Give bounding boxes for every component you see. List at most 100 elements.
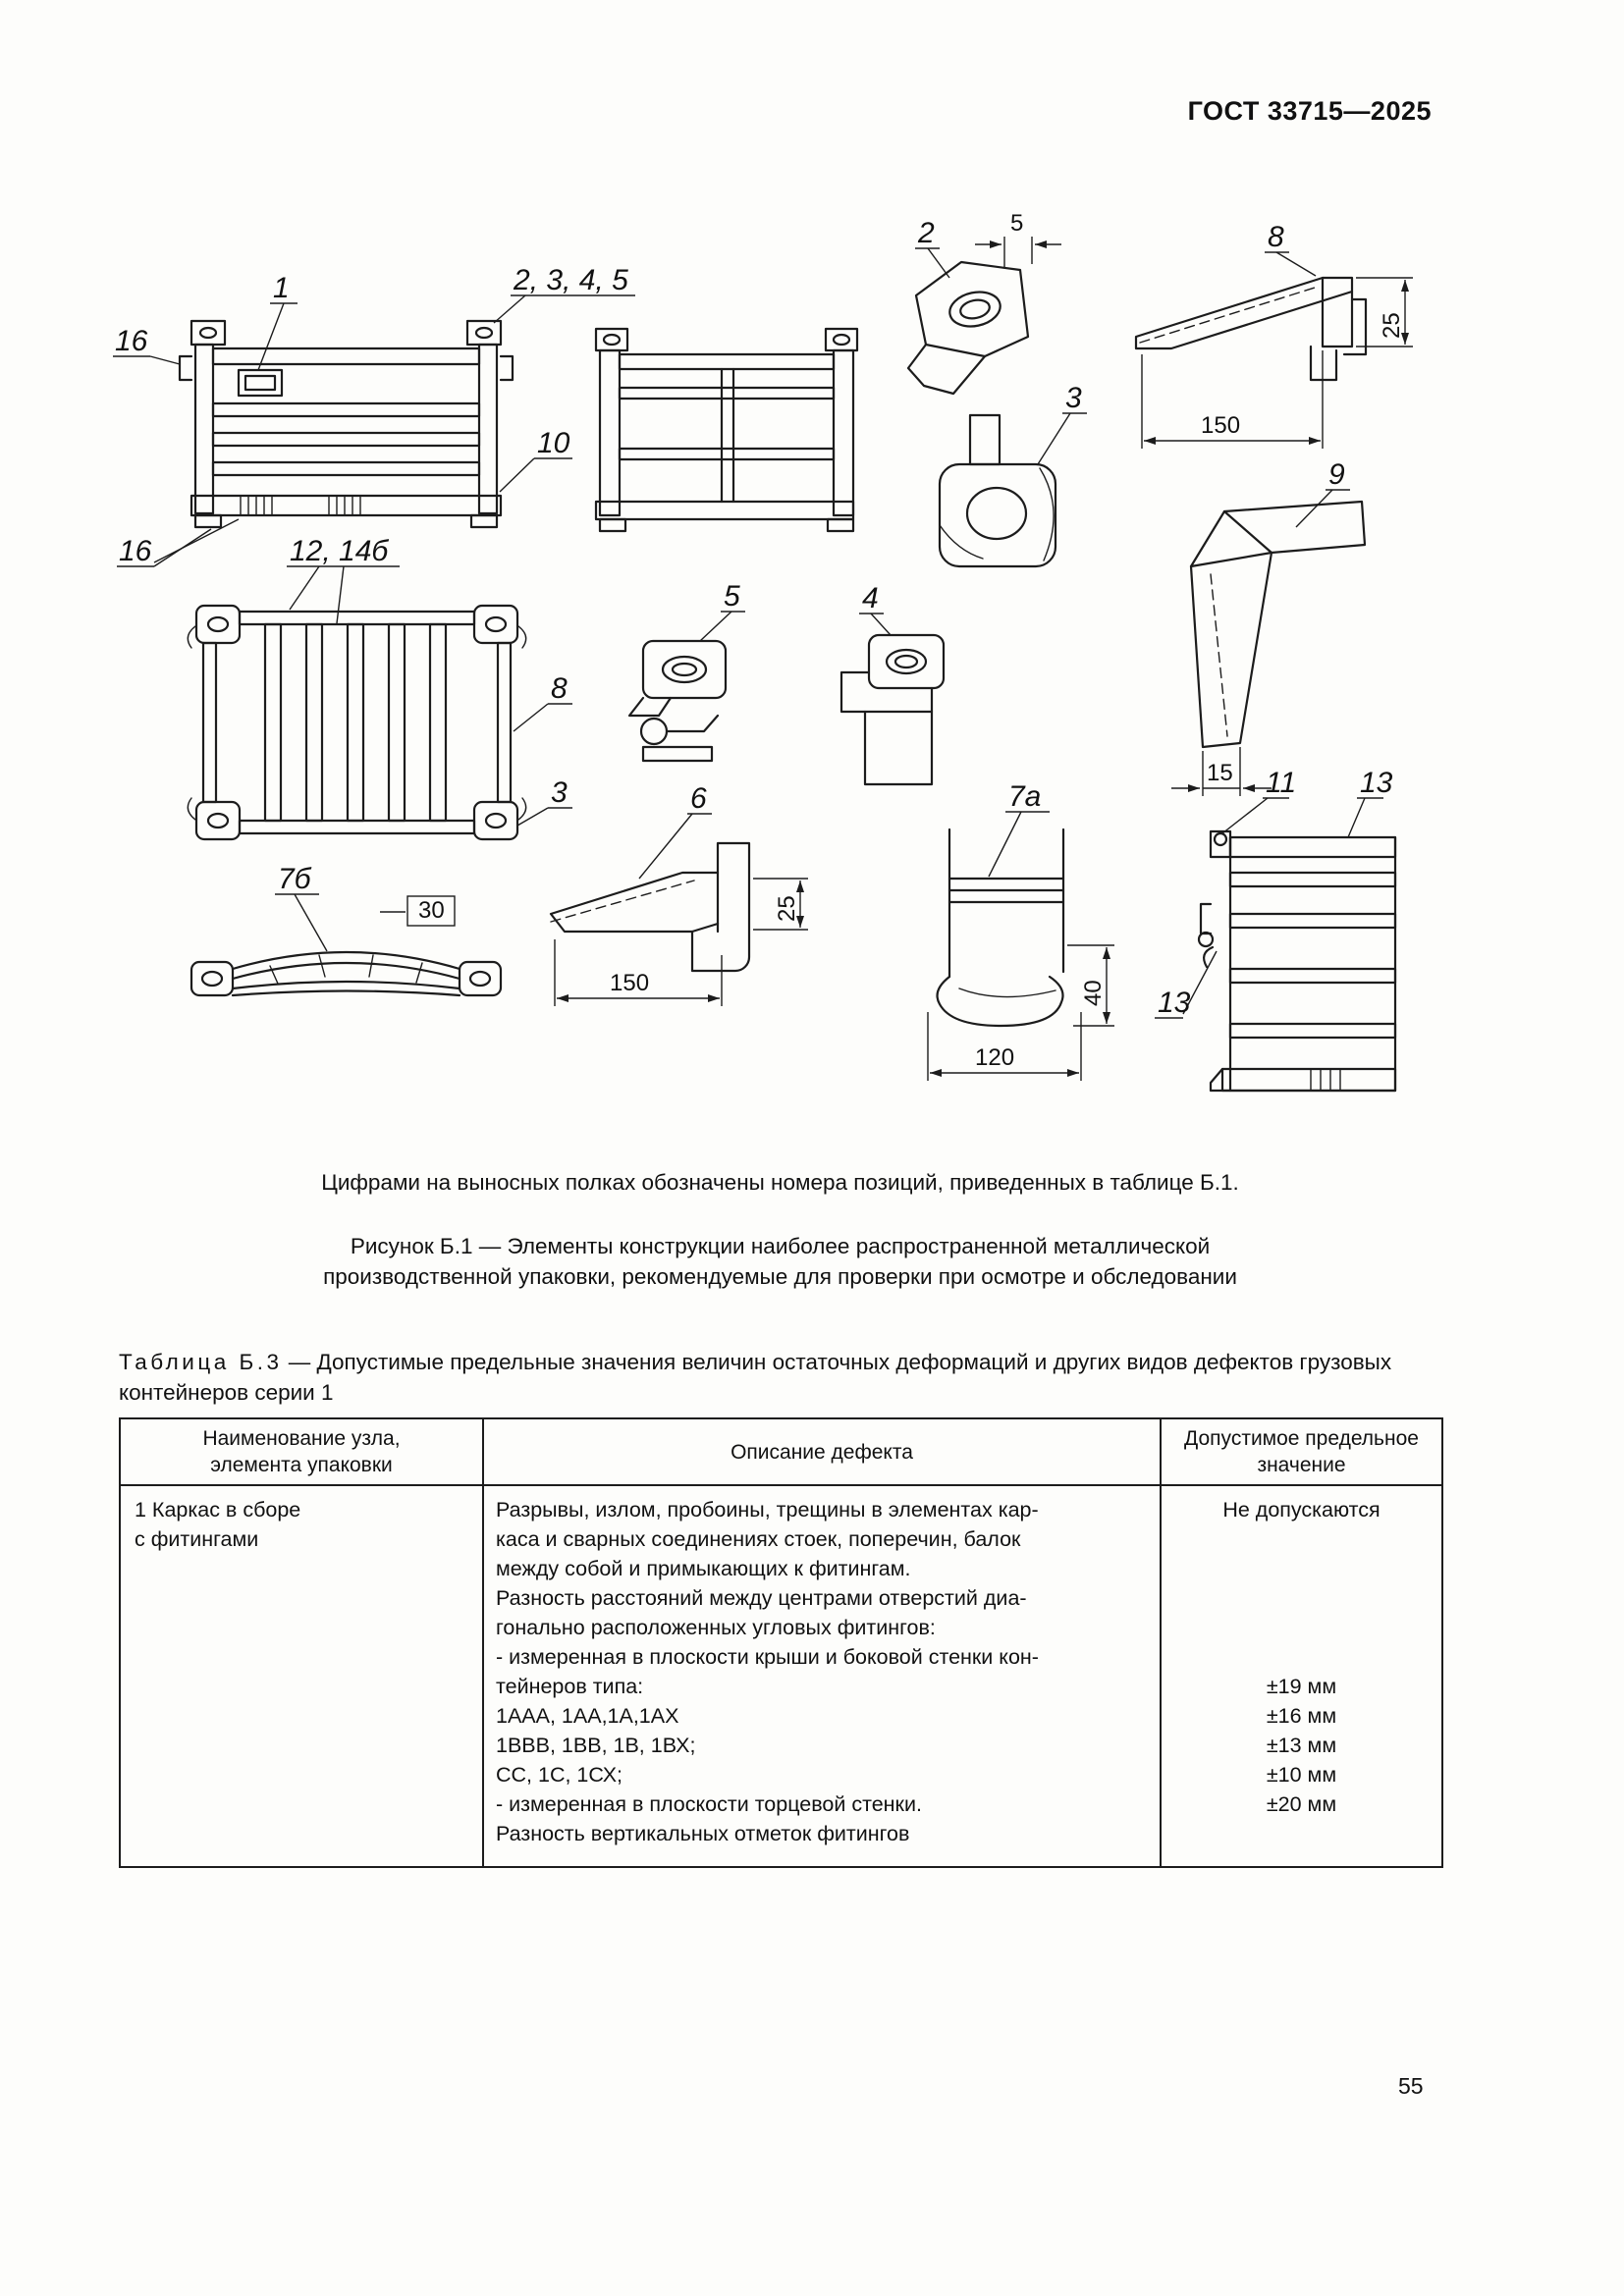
callout-6-leader <box>638 813 712 880</box>
callout-8a: 8 <box>551 672 568 705</box>
callout-5-leader <box>699 611 745 642</box>
cell-limit-values: Не допускаются ±19 мм±16 мм±13 мм±10 мм±… <box>1160 1484 1443 1868</box>
fitting-detail-5 <box>627 639 728 763</box>
callout-16a-leader <box>113 355 181 365</box>
dim-15-lines <box>1171 747 1272 796</box>
text-line: Не допускаются <box>1222 1498 1380 1522</box>
text-line: каса и сварных соединениях стоек, попере… <box>496 1527 1021 1551</box>
text-line: ±20 мм <box>1266 1792 1337 1816</box>
callout-2: 2 <box>917 217 935 249</box>
ramp-bracket-detail <box>549 841 751 973</box>
text-line <box>1173 1819 1430 1848</box>
crate-end-view <box>594 327 859 533</box>
dim-30-frame <box>380 895 456 927</box>
text-line: Разность вертикальных отметок фитингов <box>496 1822 910 1845</box>
callout-13b-leader <box>1155 950 1218 1019</box>
dim-5-label: 5 <box>1010 210 1023 237</box>
callout-3a: 3 <box>551 776 568 809</box>
dim-120-label: 120 <box>975 1044 1014 1071</box>
text-line: ±16 мм <box>1266 1704 1337 1728</box>
callout-9: 9 <box>1328 458 1345 491</box>
dim-40-lines <box>1067 944 1114 1027</box>
text-line: 1ААА, 1АА,1А,1АХ <box>496 1704 679 1728</box>
dim-25b-lines <box>753 878 808 931</box>
text-line: - измеренная в плоскости торцевой стенки… <box>496 1792 922 1816</box>
callout-5: 5 <box>724 580 740 613</box>
text-line <box>1173 1642 1430 1672</box>
callout-4-leader <box>859 613 892 636</box>
corner-fitting-top-detail <box>906 260 1030 396</box>
dim-25a-lines <box>1356 277 1413 347</box>
text-line: - измеренная в плоскости крыши и боковой… <box>496 1645 1039 1669</box>
callout-10-leader <box>499 457 572 493</box>
callout-16b: 16 <box>119 535 152 567</box>
callout-7a: 7а <box>1008 780 1041 813</box>
table-row: 1 Каркас в сборе с фитингами Разрывы, из… <box>119 1484 1443 1868</box>
text-line: Разность расстояний между центрами отвер… <box>496 1586 1027 1610</box>
callout-2345: 2, 3, 4, 5 <box>513 264 628 296</box>
table-title-text: — Допустимые предельные значения величин… <box>119 1350 1392 1405</box>
callout-12-14b-leader <box>287 565 400 624</box>
text-line: тейнеров типа: <box>496 1675 644 1698</box>
callout-3b: 3 <box>1065 382 1082 414</box>
dim-120-lines <box>927 1012 1082 1081</box>
dim-150b-label: 150 <box>610 970 649 996</box>
dim-15-label: 15 <box>1207 760 1233 786</box>
dim-150a-label: 150 <box>1201 412 1240 439</box>
dim-25a-label: 25 <box>1379 312 1405 339</box>
table-title: Таблица Б.3 — Допустимые предельные знач… <box>119 1347 1442 1408</box>
callout-1-leader <box>257 302 298 371</box>
cell-defect-description: Разрывы, излом, пробоины, трещины в элем… <box>482 1484 1162 1868</box>
doc-standard-number: ГОСТ 33715—2025 <box>1187 96 1432 126</box>
dim-150b-lines <box>554 939 723 1006</box>
callout-11: 11 <box>1266 767 1296 799</box>
text-line: СС, 1С, 1СХ; <box>496 1763 623 1787</box>
dim-40-label: 40 <box>1080 980 1107 1006</box>
callout-2-leader <box>915 247 950 279</box>
limits-table: Наименование узла, элемента упаковки Опи… <box>119 1417 1443 1868</box>
text-line <box>1173 1554 1430 1583</box>
callout-1: 1 <box>273 272 290 304</box>
callout-8b-leader <box>1265 251 1317 277</box>
dim-150a-lines <box>1141 350 1324 449</box>
callout-13a: 13 <box>1360 767 1393 799</box>
header-node-name: Наименование узла, элемента упаковки <box>119 1417 484 1486</box>
callout-13a-leader <box>1347 797 1383 838</box>
header-defect-description: Описание дефекта <box>482 1417 1162 1486</box>
dim-5-lines <box>975 237 1061 268</box>
top-rail-bracket-detail <box>1134 276 1368 382</box>
figure-b1-drawing: 1 2, 3, 4, 5 16 16 10 <box>113 210 1413 1093</box>
callout-16b-leader <box>117 518 240 567</box>
text-line: ±19 мм <box>1266 1675 1337 1698</box>
crate-top-view <box>187 604 527 841</box>
table-header-row: Наименование узла, элемента упаковки Опи… <box>119 1417 1443 1486</box>
callout-3b-leader <box>1037 412 1087 465</box>
text-line: ±10 мм <box>1266 1763 1337 1787</box>
page-number: 55 <box>1398 2073 1424 2099</box>
bulged-post-detail <box>936 828 1065 1028</box>
text-line: между собой и примыкающих к фитингам. <box>496 1557 911 1580</box>
text-line <box>1173 1613 1430 1642</box>
callout-12-14b: 12, 14б <box>290 535 389 567</box>
callout-8b: 8 <box>1268 221 1284 253</box>
text-line <box>1173 1524 1430 1554</box>
dim-25b-label: 25 <box>774 895 800 922</box>
callout-3a-leader <box>516 807 572 827</box>
corner-casting-detail <box>938 413 1057 568</box>
fitting-detail-4 <box>839 633 946 786</box>
figure-note: Цифрами на выносных полках обозначены но… <box>321 1170 1239 1195</box>
callout-16a: 16 <box>115 325 148 357</box>
callout-9-leader <box>1295 489 1350 528</box>
bent-post-detail <box>1189 500 1367 749</box>
callout-6: 6 <box>690 782 707 815</box>
header-limit-value: Допустимое предельное значение <box>1160 1417 1443 1486</box>
text-line <box>1173 1583 1430 1613</box>
callout-10: 10 <box>537 427 570 459</box>
callout-13b: 13 <box>1158 987 1191 1019</box>
dim-30-label: 30 <box>418 897 445 924</box>
callout-11-leader <box>1221 797 1289 834</box>
text-line: Разрывы, излом, пробоины, трещины в элем… <box>496 1498 1039 1522</box>
text-line: 1ВВВ, 1ВВ, 1В, 1ВХ; <box>496 1734 696 1757</box>
callout-4: 4 <box>862 582 879 614</box>
